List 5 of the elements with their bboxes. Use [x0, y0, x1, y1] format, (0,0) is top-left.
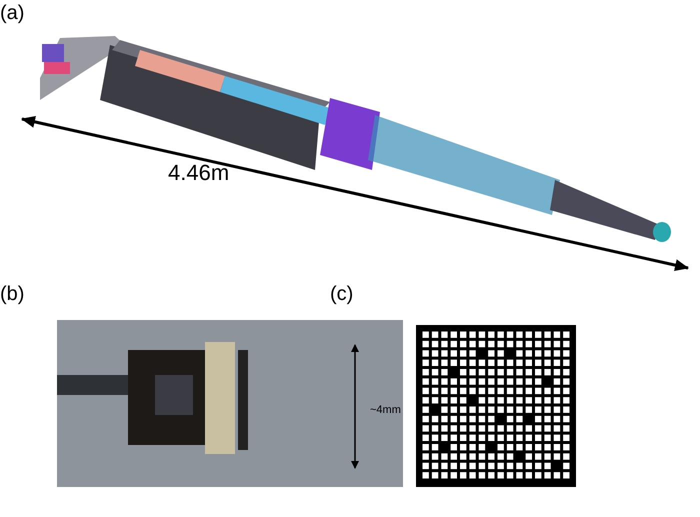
panel-label: (a) [0, 2, 24, 25]
panel-label: (c) [330, 283, 354, 306]
panel-label: (b) [0, 283, 24, 306]
dimension-label: ~4mm [370, 404, 401, 416]
dimension-label: 4.46m [168, 160, 230, 186]
